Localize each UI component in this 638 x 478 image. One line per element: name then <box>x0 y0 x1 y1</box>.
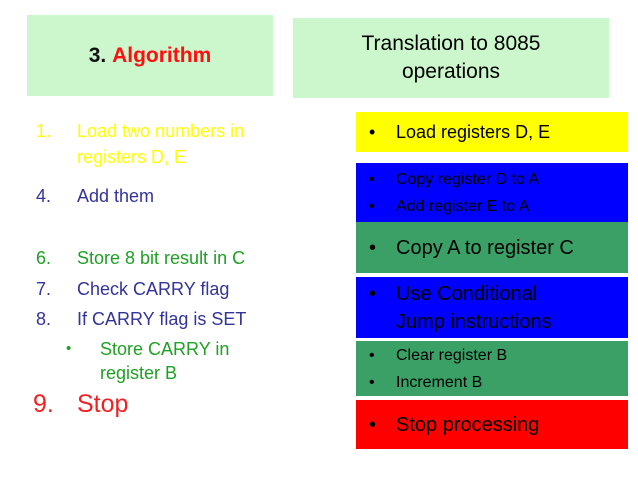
translation-row: • Load registers D, E <box>356 122 628 143</box>
bullet-icon: • <box>369 170 375 188</box>
bullet-icon: • <box>369 197 375 215</box>
list-item-if-carry-set: 8. If CARRY flag is SET <box>36 306 246 332</box>
translation-row: • Clear register B <box>356 342 628 369</box>
translation-box-stop-processing: • Stop processing <box>356 400 628 449</box>
translation-text: Clear register B <box>396 346 508 364</box>
list-item-text: Load two numbers in registers D, E <box>77 121 245 167</box>
translation-box-load-registers: • Load registers D, E <box>356 112 628 152</box>
list-item-text: Add them <box>77 186 155 206</box>
algorithm-header-number: 3. <box>88 43 107 67</box>
bullet-icon: • <box>369 346 375 364</box>
bullet-icon: • <box>66 340 72 357</box>
list-item-stop: 9. Stop <box>33 390 128 418</box>
list-item-number: 8. <box>36 309 52 329</box>
translation-row: • Add register E to A <box>356 193 628 220</box>
translation-header-box: Translation to 8085 operations <box>293 18 609 98</box>
translation-text: Copy A to register C <box>396 236 574 259</box>
algorithm-header-box: 3. Algorithm <box>27 15 273 96</box>
translation-row: • Stop processing <box>356 411 628 439</box>
list-item-number: 1. <box>36 121 52 141</box>
translation-box-clear-increment: • Clear register B • Increment B <box>356 341 628 396</box>
list-item-number: 4. <box>36 186 52 206</box>
translation-text: Copy register D to A <box>396 170 540 188</box>
translation-text: Use Conditional Jump instructions <box>396 282 552 333</box>
list-item-text: Stop <box>77 390 129 418</box>
list-item-text: Check CARRY flag <box>77 279 230 299</box>
list-item-number: 6. <box>36 248 52 268</box>
translation-box-copy-a-to-c: • Copy A to register C <box>356 222 628 273</box>
list-item-add-them: 4. Add them <box>36 183 154 209</box>
list-item-text: If CARRY flag is SET <box>77 309 247 329</box>
translation-row: • Increment B <box>356 369 628 396</box>
translation-row: • Copy register D to A <box>356 166 628 193</box>
list-item-load-numbers: 1. Load two numbers in registers D, E <box>36 118 269 170</box>
list-item-check-carry: 7. Check CARRY flag <box>36 276 229 302</box>
bullet-icon: • <box>369 373 375 391</box>
translation-row: • Copy A to register C <box>356 234 628 262</box>
translation-text: Load registers D, E <box>396 121 551 142</box>
bullet-icon: • <box>369 282 377 305</box>
translation-box-copy-add: • Copy register D to A • Add register E … <box>356 163 628 222</box>
translation-box-conditional-jump: • Use Conditional Jump instructions <box>356 277 628 338</box>
list-item-text: Store CARRY in register B <box>100 339 230 383</box>
translation-header-title: Translation to 8085 operations <box>361 32 541 83</box>
list-item-text: Store 8 bit result in C <box>77 248 246 268</box>
translation-text: Add register E to A <box>396 197 530 215</box>
list-item-number: 7. <box>36 279 52 299</box>
translation-row: • Use Conditional Jump instructions <box>356 280 628 336</box>
bullet-icon: • <box>369 236 377 259</box>
bullet-icon: • <box>369 413 377 436</box>
list-item-store-result: 6. Store 8 bit result in C <box>36 245 245 271</box>
list-item-number: 9. <box>33 390 54 418</box>
translation-text: Stop processing <box>396 413 540 436</box>
list-subitem-store-carry: • Store CARRY in register B <box>66 337 252 385</box>
algorithm-header-title: Algorithm <box>112 43 212 67</box>
translation-text: Increment B <box>396 373 483 391</box>
bullet-icon: • <box>369 121 376 142</box>
